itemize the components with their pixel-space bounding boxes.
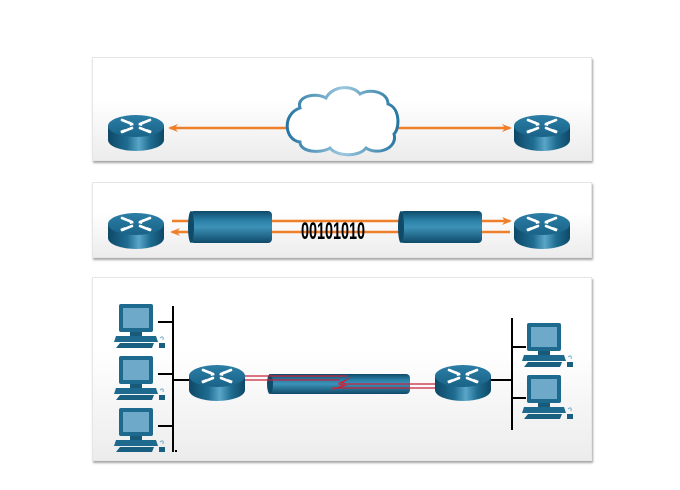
binary-data-label: 00101010 — [301, 218, 365, 245]
pc-icon-left-3 — [113, 407, 166, 453]
pc-icon-right-2 — [521, 374, 574, 420]
pc-icon-left-2 — [113, 355, 166, 401]
lightning-bolt-icon — [330, 377, 352, 391]
panel-wan-serial — [92, 277, 592, 461]
router-icon-right — [512, 113, 572, 153]
pc-icon-right-1 — [521, 322, 574, 368]
pc-icon-left-1 — [113, 303, 166, 349]
panel-1-diagram — [106, 86, 572, 157]
router-icon-left — [106, 211, 166, 251]
tube-right-icon — [398, 211, 482, 243]
router-icon-left — [187, 363, 247, 403]
router-icon-right — [433, 363, 493, 403]
router-icon-left — [106, 113, 166, 153]
tube-left-icon — [188, 211, 272, 243]
router-icon-right — [512, 211, 572, 251]
panel-2-diagram: 00101010 — [106, 211, 572, 251]
panel-3-diagram — [113, 303, 574, 453]
cloud-icon — [285, 86, 400, 157]
serial-link-lines — [244, 375, 436, 389]
